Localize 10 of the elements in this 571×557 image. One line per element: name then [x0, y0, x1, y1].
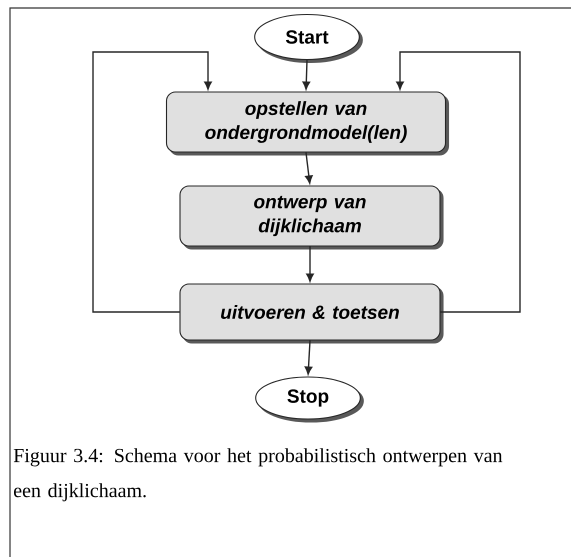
arrow [396, 51, 521, 313]
arrow [92, 51, 212, 313]
process-box: opstellen van ondergrondmodel(len) [166, 91, 450, 156]
process-box: ontwerp van dijklichaam [179, 185, 444, 250]
arrow [306, 246, 314, 282]
figure-caption: Figuur 3.4: Schema voor het probabilistisch ontwerpen van een dijklichaam. [14, 448, 502, 502]
arrow [304, 340, 312, 375]
arrow [302, 60, 310, 90]
process-box: uitvoeren & toetsen [179, 283, 444, 344]
arrow [305, 152, 313, 184]
